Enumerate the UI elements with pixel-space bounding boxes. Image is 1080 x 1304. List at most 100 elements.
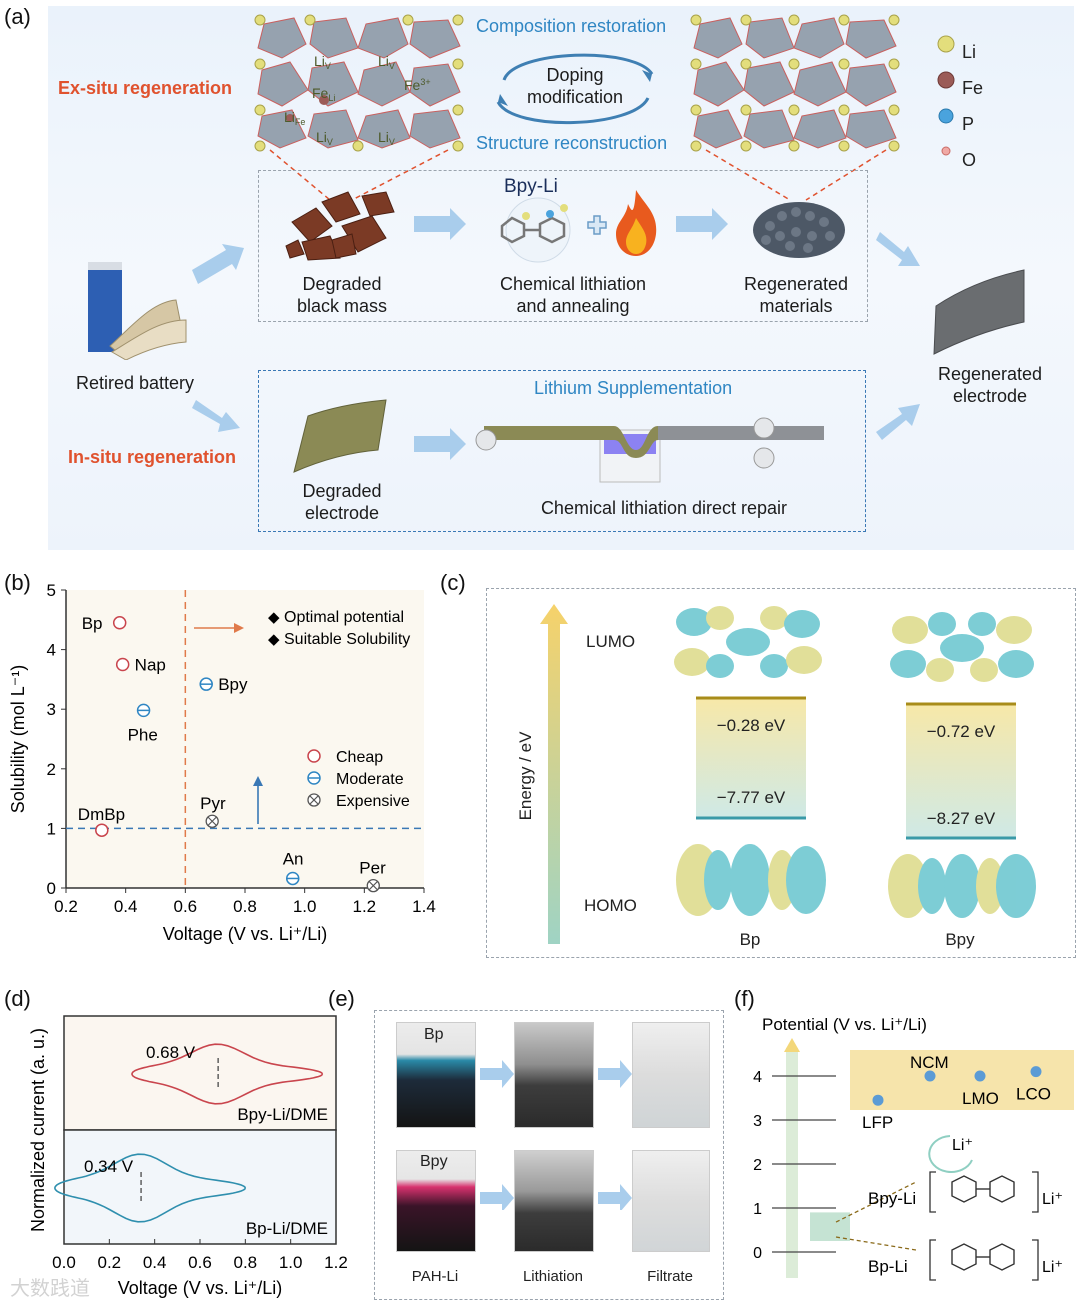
- point-label: Pyr: [200, 794, 226, 813]
- legend-marker-cheap: [307, 749, 321, 763]
- bpy-lumo-orbital-image: [890, 612, 1034, 682]
- x-tick-label: 0.6: [188, 1253, 212, 1272]
- legend-o: O: [962, 150, 977, 170]
- scale-tick-label: 3: [753, 1113, 762, 1130]
- lithium-supplementation-label: Lithium Supplementation: [534, 378, 733, 398]
- atom-legend-markers: [937, 35, 955, 156]
- degraded-lattice-image: LiV LiV FeLi Fe3+ LiFe LiV LiV: [254, 14, 464, 152]
- energy-axis-arrow: [540, 604, 568, 944]
- bp-lumo-orbital-image: [674, 606, 822, 678]
- regenerated-electrode-image: [933, 269, 1025, 355]
- x-tick-label: 0.2: [98, 1253, 122, 1272]
- structure-reconstruction-label: Structure reconstruction: [476, 133, 668, 153]
- bp-homo-orbital-image: [676, 844, 826, 916]
- flow-arrows-ex-situ: [192, 208, 920, 460]
- legend-diamond: ◆: [268, 609, 280, 626]
- scale-tick-label: 0: [753, 1245, 762, 1262]
- point-label: Per: [359, 859, 386, 878]
- roll-to-roll-repair-image: [475, 417, 824, 483]
- black-mass-label-2: black mass: [296, 296, 388, 316]
- legend-solubility: Suitable Solubility: [284, 631, 410, 648]
- doping-cycle-arrows: [496, 53, 654, 124]
- point-nap: [115, 657, 130, 672]
- upper-panel: [63, 1015, 337, 1131]
- panel-c-label: (c): [440, 570, 466, 595]
- plot-area: [66, 590, 424, 888]
- bpy-lithiation-photo: [514, 1150, 594, 1252]
- retired-battery-label: Retired battery: [75, 373, 195, 393]
- legend-marker-expensive-x2: [309, 795, 319, 805]
- in-situ-title: In-situ regeneration: [68, 447, 237, 467]
- series-label-bpy: Bpy-Li/DME: [237, 1105, 328, 1124]
- bpy-li-molecule-image: [500, 197, 571, 263]
- in-situ-process-box: [258, 370, 866, 532]
- caption-lithiation: Lithiation: [522, 1268, 584, 1285]
- bp-lithiation-photo: [514, 1022, 594, 1128]
- ring-right: [989, 1175, 1015, 1203]
- li-cycle-arrow: [928, 1135, 973, 1173]
- li-plus-label: Li⁺: [952, 1137, 973, 1154]
- series-label-bp: Bp-Li/DME: [246, 1219, 328, 1238]
- flame-icon: [616, 190, 657, 256]
- y-axis-title: Solubility (mol L⁻¹): [8, 665, 28, 814]
- lumo-label: LUMO: [586, 632, 636, 651]
- x-tick-label: 0.8: [233, 897, 257, 916]
- point-label: Bpy: [218, 675, 248, 694]
- regen-electrode-label-2: electrode: [952, 386, 1028, 406]
- photo-arrows: [480, 1060, 632, 1210]
- x-axis-title: Voltage (V vs. Li⁺/Li): [118, 1278, 283, 1298]
- scale-bar: [786, 1048, 798, 1278]
- x-tick-label: 1.2: [353, 897, 377, 916]
- x-tick-label: 1.0: [279, 1253, 303, 1272]
- counter-ion-label: Li⁺: [1042, 1259, 1063, 1276]
- ring-left: [951, 1243, 977, 1271]
- ring-left: [951, 1175, 977, 1203]
- legend-fe: Fe: [962, 78, 984, 98]
- panel-a-background: [48, 6, 1074, 550]
- cost-legend-label: Moderate: [336, 771, 404, 788]
- right-arrow-head: [234, 623, 244, 633]
- point-per-x2: [368, 881, 378, 891]
- scale-arrow: [784, 1038, 800, 1052]
- regenerated-particles-image: [753, 202, 845, 258]
- cathode-label: NCM: [910, 1053, 949, 1072]
- composition-restoration-label: Composition restoration: [476, 16, 667, 36]
- watermark: 大数践道: [10, 1278, 90, 1300]
- cathode-point-lfp: [872, 1094, 884, 1106]
- direct-repair-label: Chemical lithiation direct repair: [540, 498, 788, 518]
- legend-p: P: [962, 114, 975, 134]
- photo-box: [374, 1010, 724, 1300]
- doping-label-line2: modification: [526, 87, 624, 107]
- scale-tick-label: 4: [753, 1069, 762, 1086]
- legend-li: Li: [962, 42, 977, 62]
- row-label-bp: Bp: [424, 1026, 444, 1043]
- bp-homo-value: −7.77 eV: [716, 788, 786, 807]
- x-tick-label: 1.0: [293, 897, 317, 916]
- ex-situ-process-box: [258, 170, 868, 322]
- chem-lith-label-1: Chemical lithiation: [499, 274, 647, 294]
- bp-pah-li-photo: [396, 1022, 476, 1128]
- point-pyr-x2: [207, 816, 217, 826]
- point-label: An: [283, 849, 304, 868]
- bpy-gap-bar: [906, 702, 1016, 840]
- panel-a-label: (a): [4, 4, 31, 29]
- black-mass-label-1: Degraded: [302, 274, 382, 294]
- bracket-left: [929, 1171, 936, 1213]
- y-tick-label: 2: [47, 760, 56, 779]
- legend-optimal: Optimal potential: [284, 609, 404, 626]
- regen-electrode-label-1: Regenerated: [937, 364, 1043, 384]
- y-tick-label: 5: [47, 581, 56, 600]
- cathode-label: LCO: [1016, 1085, 1051, 1104]
- legend-diamond: ◆: [268, 631, 280, 648]
- degraded-electrode-label-2: electrode: [304, 503, 380, 523]
- cathode-point-lmo: [974, 1070, 986, 1082]
- bpy-filtrate-photo: [632, 1150, 710, 1252]
- x-tick-label: 1.4: [412, 897, 436, 916]
- panel-d-label: (d): [4, 986, 31, 1011]
- bpy-homo-value: −8.27 eV: [926, 809, 996, 828]
- cathode-label: LFP: [862, 1113, 893, 1132]
- x-tick-label: 0.0: [52, 1253, 76, 1272]
- regenerated-lattice-image: [690, 14, 900, 152]
- ex-situ-title: Ex-situ regeneration: [58, 78, 233, 98]
